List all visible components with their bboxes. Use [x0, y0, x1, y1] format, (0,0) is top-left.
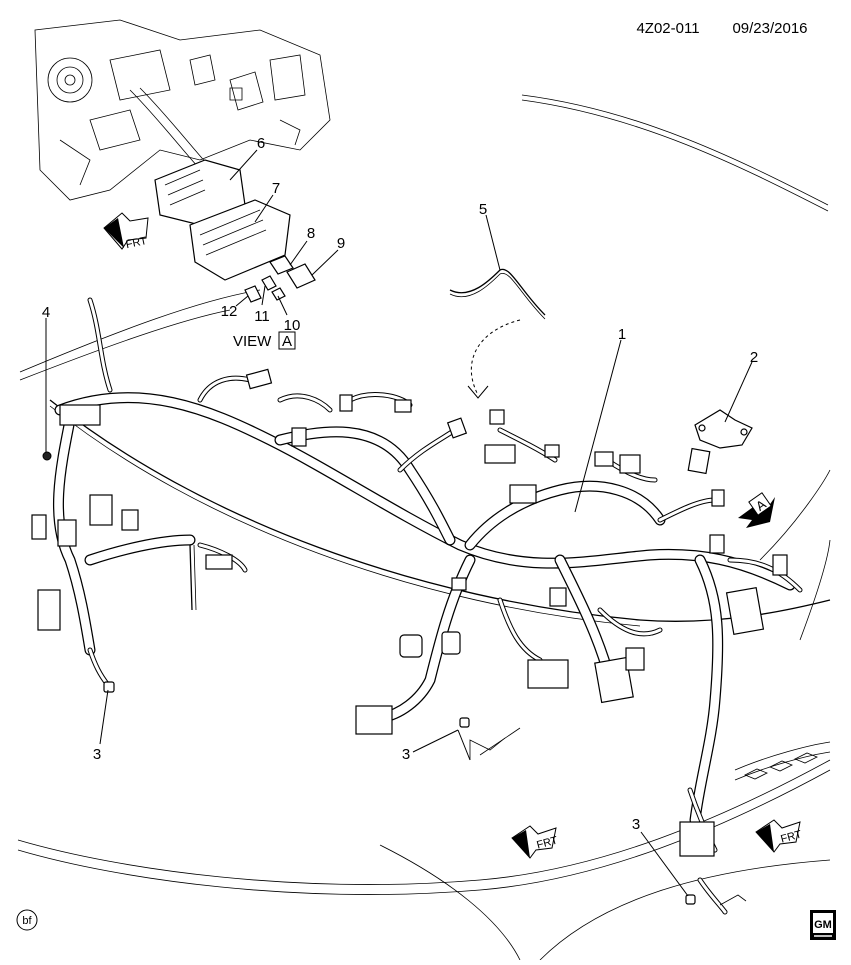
flow-arrow: [467, 319, 521, 399]
callout-12: 12: [221, 303, 238, 320]
frt-indicator-bottom-center: FRT: [511, 825, 559, 859]
harness-connectors: [31, 368, 788, 857]
callout-leaders: [45, 149, 753, 897]
callout-4: 4: [42, 304, 50, 321]
vent-grille: [744, 752, 818, 780]
wire-5: [449, 268, 546, 320]
gm-logo-text: GM: [814, 919, 832, 931]
diagram-code: 4Z02-011: [636, 20, 699, 37]
frt-label-top: FRT: [125, 235, 148, 251]
callout-7: 7: [272, 180, 280, 197]
frt-label-bottom-center: FRT: [535, 834, 559, 851]
callout-2: 2: [750, 349, 758, 366]
frt-indicator-bottom-right: FRT: [755, 819, 803, 853]
cable-tie: [189, 544, 197, 611]
vehicle-body-outlines: [17, 94, 831, 961]
view-label-text: VIEW: [233, 333, 272, 350]
bf-badge-text: bf: [22, 915, 32, 927]
callout-labels: 1 2 3 3 3 4 5 6 7 8 9 10 11 12: [42, 135, 758, 833]
bf-badge: bf: [16, 909, 38, 931]
main-harness: [53, 392, 796, 826]
view-label: VIEW A: [233, 331, 296, 350]
callout-3-right: 3: [632, 816, 640, 833]
view-a-cluster: [154, 159, 316, 303]
bracket-2: [694, 409, 753, 449]
frt-label-bottom-right: FRT: [779, 828, 803, 845]
callout-3-center: 3: [402, 746, 410, 763]
fasteners: [42, 451, 747, 906]
callout-9: 9: [337, 235, 345, 252]
callout-11: 11: [254, 308, 270, 325]
view-label-box: [278, 331, 296, 350]
callout-6: 6: [257, 135, 265, 152]
callout-10: 10: [284, 317, 301, 334]
view-label-letter: A: [282, 333, 292, 350]
diagram-date: 09/23/2016: [732, 20, 807, 37]
callout-3-left: 3: [93, 746, 101, 763]
callout-1: 1: [618, 326, 626, 343]
frt-indicator-top: FRT: [103, 212, 149, 251]
gm-logo: GM: [810, 910, 836, 940]
callout-5: 5: [479, 201, 487, 218]
callout-8: 8: [307, 225, 315, 242]
view-a-arrow: A: [738, 492, 775, 528]
